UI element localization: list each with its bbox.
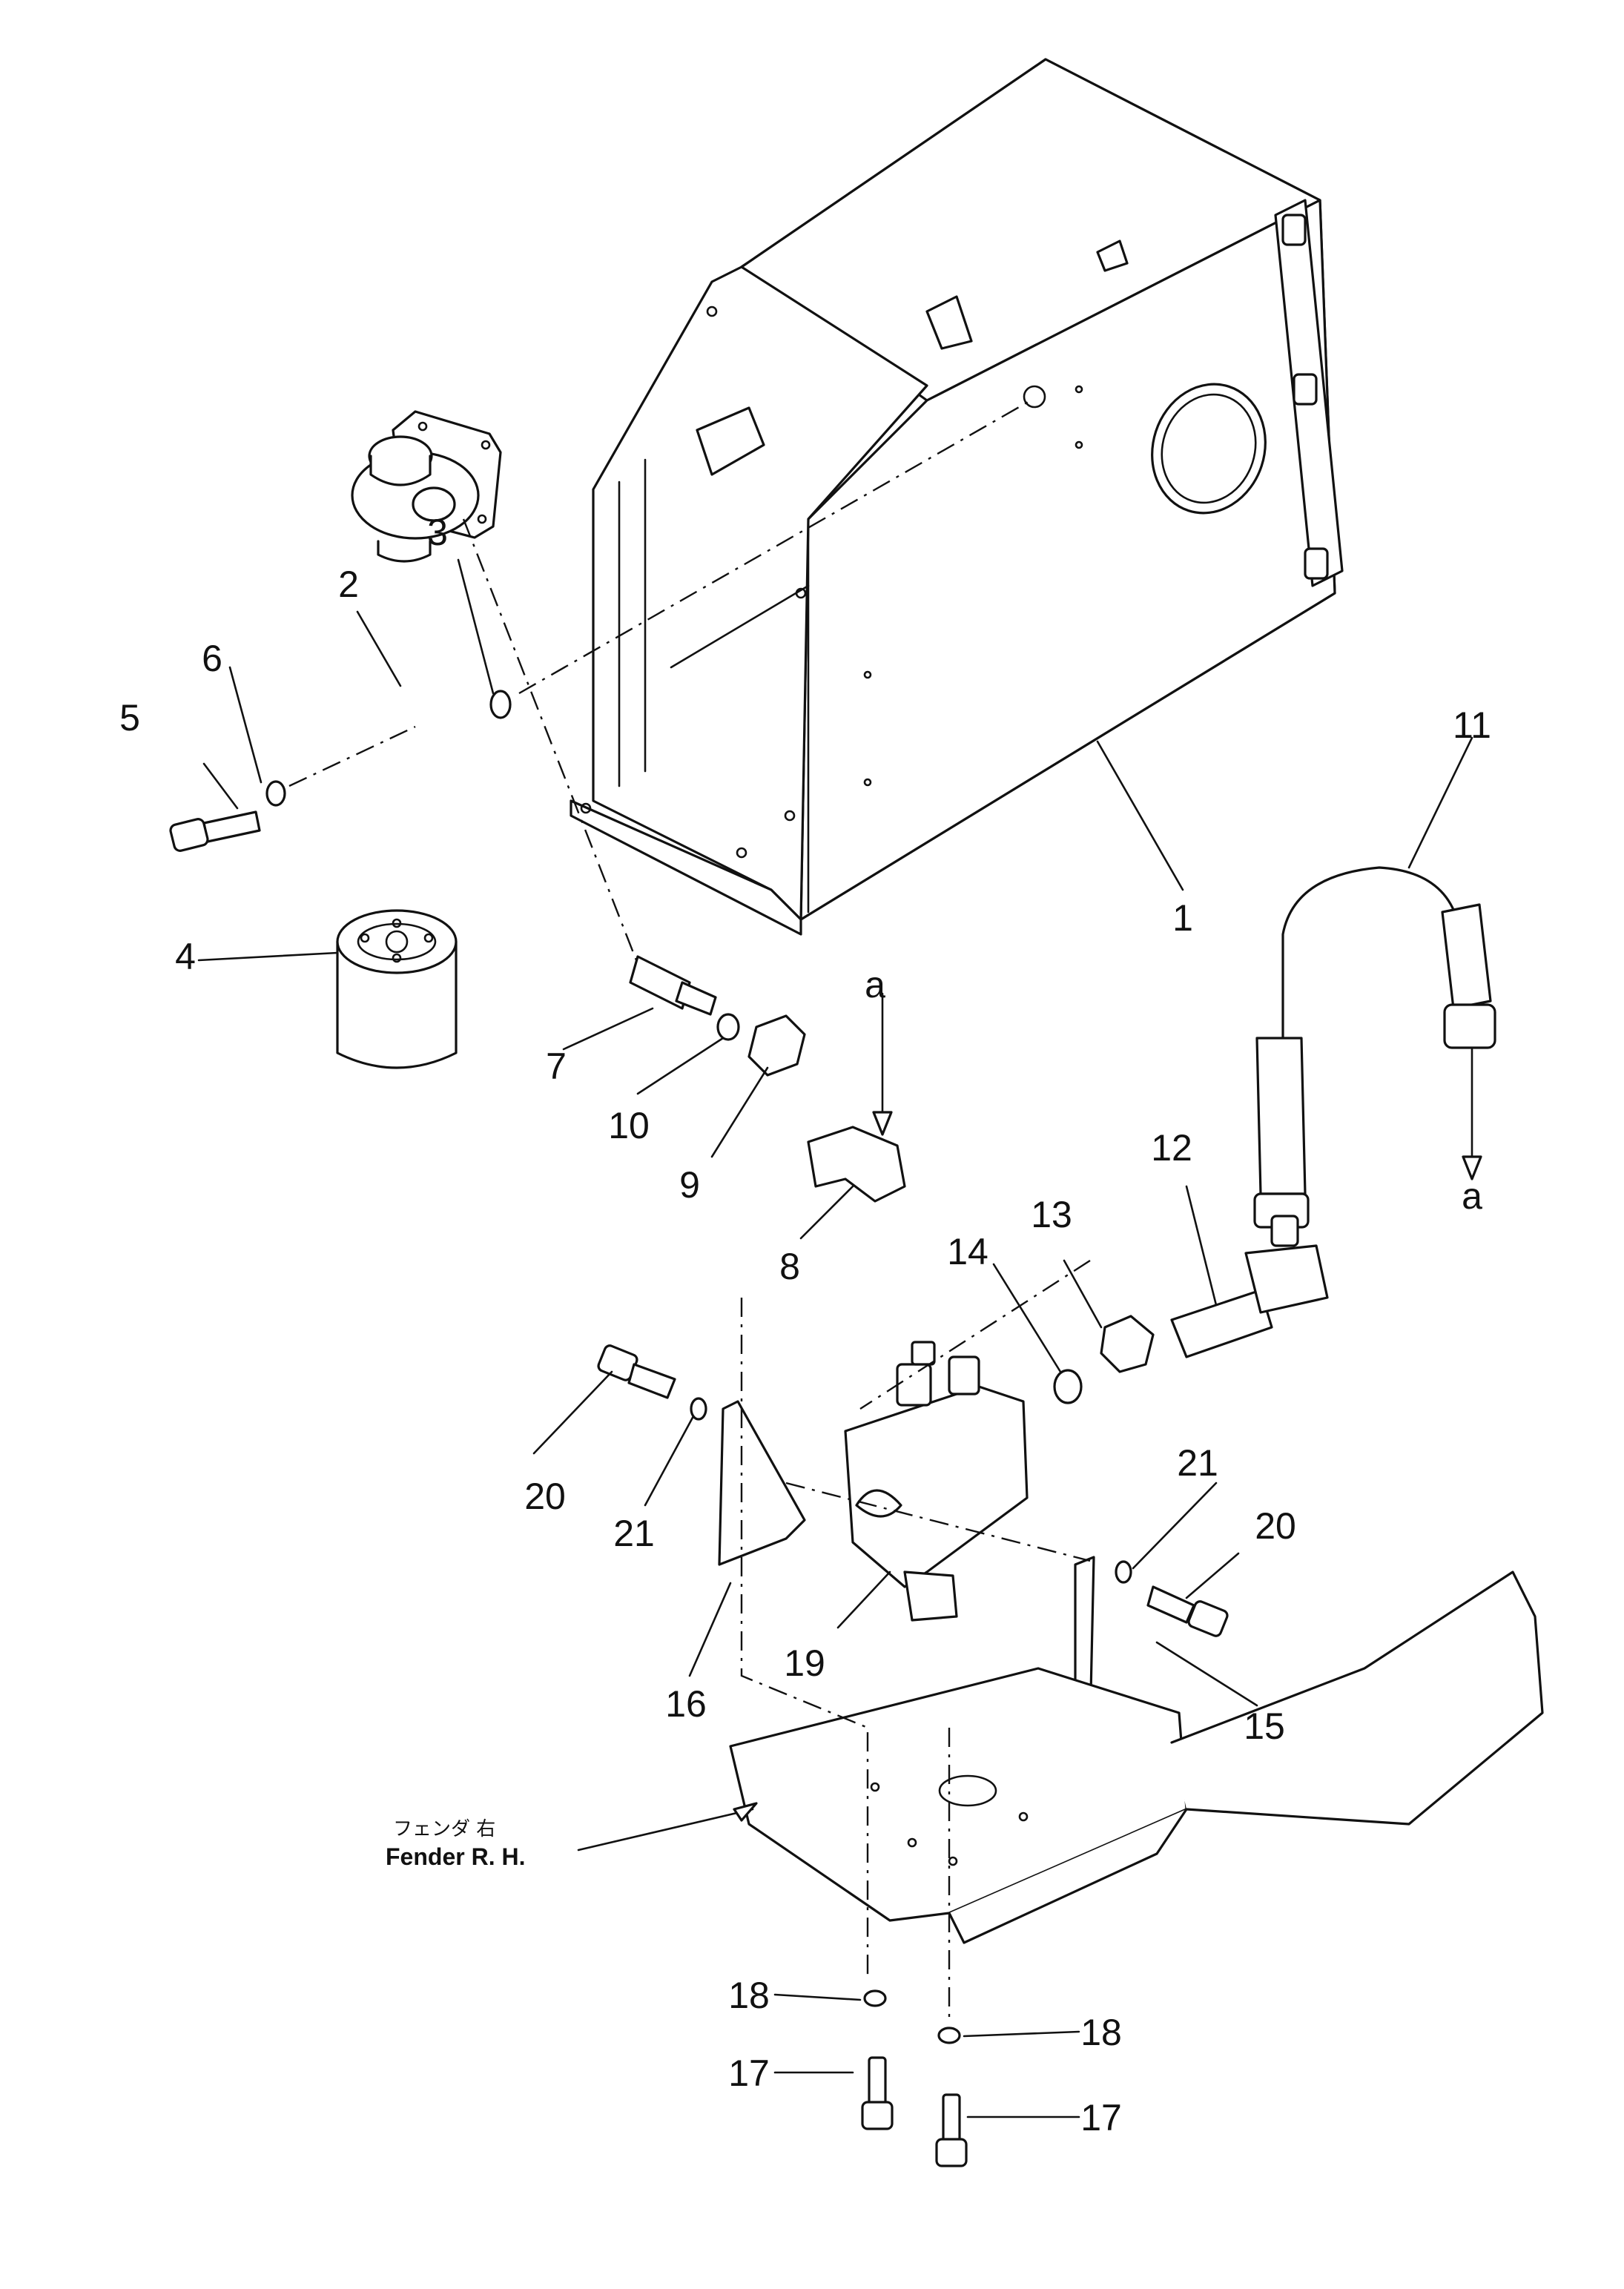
callout-13: 13 xyxy=(1031,1194,1072,1235)
washer-21-right xyxy=(1115,1560,1132,1584)
elbow-8 xyxy=(807,1126,906,1203)
leader-lines xyxy=(197,558,1473,2118)
elbow-12 xyxy=(1170,1215,1329,1358)
filter-head xyxy=(351,410,502,563)
fitting-7 xyxy=(629,955,717,1016)
callout-5: 5 xyxy=(119,697,140,739)
callout-18-right: 18 xyxy=(1080,2012,1122,2053)
callout-17-left: 17 xyxy=(728,2052,770,2094)
washer-18-left xyxy=(863,1989,887,2007)
callout-1: 1 xyxy=(1172,897,1193,939)
callout-labels: 1 2 3 4 5 6 7 8 9 10 11 12 13 14 15 16 1… xyxy=(119,512,1491,2138)
callout-7: 7 xyxy=(546,1046,567,1087)
callout-4: 4 xyxy=(175,936,196,977)
bracket-16 xyxy=(718,1400,806,1566)
bolt-5 xyxy=(169,810,261,852)
callout-16: 16 xyxy=(665,1683,707,1725)
callout-11: 11 xyxy=(1453,704,1491,746)
connection-mark-a-hose: a xyxy=(1462,1155,1482,1217)
arrow-down-icon xyxy=(1462,1155,1482,1180)
callout-19: 19 xyxy=(784,1642,825,1684)
washer-21-left xyxy=(690,1397,707,1421)
callout-14: 14 xyxy=(947,1231,988,1272)
arrow-icon xyxy=(733,1802,758,1822)
callout-18-left: 18 xyxy=(728,1975,770,2016)
callout-17-right: 17 xyxy=(1080,2097,1122,2138)
filter-cartridge xyxy=(336,909,458,1069)
fender-note-japanese: フェンダ 右 xyxy=(393,1818,495,1840)
o-ring-10 xyxy=(716,1013,740,1041)
valve-19 xyxy=(844,1341,1029,1622)
connection-label-a: a xyxy=(865,964,885,1005)
bolt-20-right xyxy=(1146,1585,1229,1637)
callout-10: 10 xyxy=(608,1105,650,1146)
nut-9 xyxy=(747,1014,806,1077)
connection-label-a: a xyxy=(1462,1175,1482,1217)
fender-note-english: Fender R. H. xyxy=(386,1843,525,1870)
washer-18-right xyxy=(937,2027,961,2044)
callout-3: 3 xyxy=(427,512,448,553)
callout-21-right: 21 xyxy=(1177,1442,1218,1484)
callout-20-right: 20 xyxy=(1255,1505,1296,1547)
o-ring-14 xyxy=(1053,1369,1083,1404)
assembly-lines xyxy=(288,399,1091,2017)
o-ring-3 xyxy=(489,690,512,719)
fender-rh xyxy=(729,1570,1544,1944)
washer-6 xyxy=(265,780,286,807)
bolt-17-left xyxy=(861,2056,894,2130)
arrow-down-icon xyxy=(872,1111,893,1136)
callout-12: 12 xyxy=(1151,1127,1192,1169)
bolt-20-left xyxy=(597,1344,676,1399)
bolt-17-right xyxy=(935,2093,968,2167)
callout-6: 6 xyxy=(202,638,222,679)
callout-8: 8 xyxy=(779,1246,800,1287)
callout-2: 2 xyxy=(338,564,359,605)
nut-13 xyxy=(1100,1315,1155,1373)
callout-15: 15 xyxy=(1244,1705,1285,1747)
hose-11 xyxy=(1253,866,1496,1229)
callout-21-left: 21 xyxy=(613,1513,655,1554)
housing-cover xyxy=(570,58,1344,936)
callout-9: 9 xyxy=(679,1164,700,1206)
callout-20-left: 20 xyxy=(524,1476,566,1517)
connection-mark-a-top: a xyxy=(865,964,893,1136)
fender-note: フェンダ 右 Fender R. H. xyxy=(386,1802,758,1870)
